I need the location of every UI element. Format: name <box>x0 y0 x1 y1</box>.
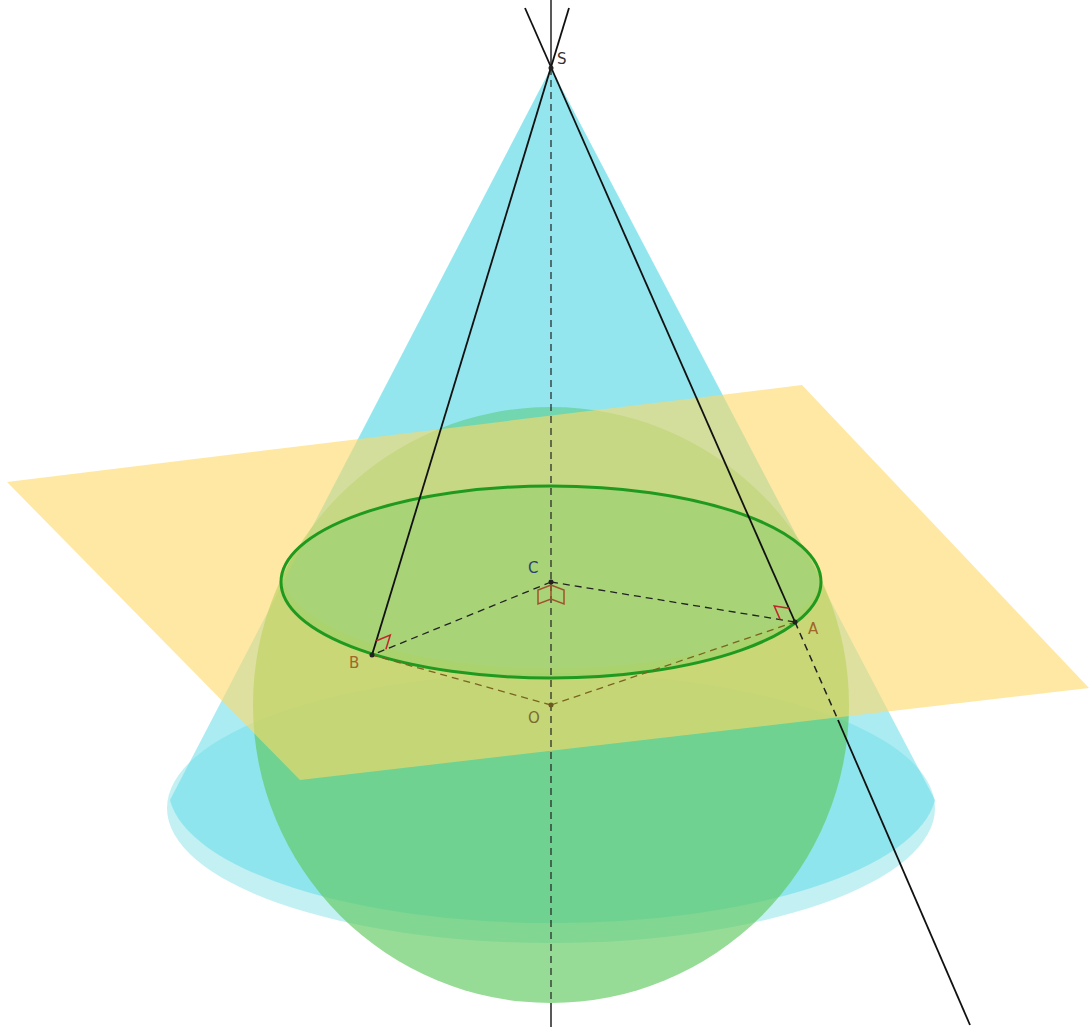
axis <box>550 1003 552 1027</box>
point <box>370 653 375 658</box>
segment <box>551 622 795 705</box>
segment <box>372 582 551 655</box>
point-label: C <box>528 561 538 576</box>
tangent-line <box>838 720 970 1025</box>
point <box>793 620 798 625</box>
tangent-line <box>795 622 838 720</box>
point <box>549 703 554 708</box>
right-angle-mark <box>538 585 564 604</box>
point <box>549 580 554 585</box>
point-label: A <box>808 622 818 637</box>
plane <box>7 385 1089 780</box>
axis <box>550 0 552 68</box>
segment <box>372 655 551 705</box>
point <box>549 66 554 71</box>
point-label: O <box>528 711 540 726</box>
point-label: S <box>557 52 567 67</box>
right-angle-mark <box>376 635 390 649</box>
tangent-line <box>525 8 795 622</box>
point-label: B <box>349 656 359 671</box>
tangent-line <box>372 8 569 655</box>
axis <box>550 68 551 1003</box>
right-angle-mark <box>774 606 789 620</box>
segment <box>551 582 795 622</box>
